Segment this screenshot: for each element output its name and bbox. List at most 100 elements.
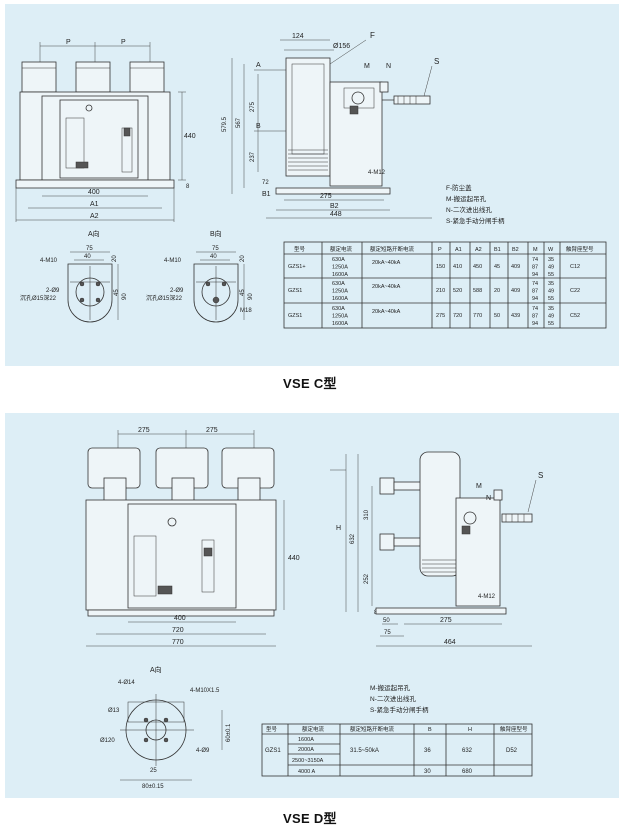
dim-632: 632 [350,533,356,544]
td-w: 55 [548,296,554,302]
td-b2: 409 [511,264,520,270]
td-a1: 720 [453,313,462,319]
legend-item: S-紧急手动分闸手柄 [370,705,429,714]
legend-item: N-二次进出线孔 [370,694,416,703]
vse-c-table: 型号 额定电流 额定短路开断电流 P A1 A2 B1 B2 M W 触臂座型号 [283,241,607,329]
td-breaking: 20kA~40kA [372,309,401,315]
th: 额定电流 [302,725,325,733]
vse-c-a-view: A向 75 40 20 45 90 4-M10 2-Ø9 沉孔Ø15深22 [20,229,128,323]
td-arm: C52 [570,313,580,319]
label-m12: 4-M12 [368,170,386,176]
td-w: 55 [548,321,554,327]
legend-item: M-搬运起吊孔 [370,683,411,692]
dim-275: 275 [250,101,256,112]
td-a2: 770 [473,313,482,319]
legend-item: M-搬运起吊孔 [446,194,487,203]
vse-d-table: 型号 额定电流 额定短路开断电流 B H 触臂座型号 GZS1 1600A 20… [261,723,533,777]
td-current: 630A [332,257,345,263]
label-phi9: 2-Ø9 [46,288,60,294]
label-f: F [370,31,375,40]
td-b2: 30 [424,769,431,775]
dim-b1: B1 [262,191,271,198]
td-w: 49 [548,314,554,320]
td-b1: 45 [494,264,500,270]
td-m: 74 [532,257,538,263]
th: 触臂座型号 [566,245,594,253]
td-current: 630A [332,306,345,312]
dim-72: 72 [262,180,269,186]
label-m10d: 4-M10X1.5 [190,688,220,694]
td-current: 1600A [332,321,348,327]
dim-237: 237 [250,151,256,162]
dim-b45: 45 [240,289,246,296]
td-a2: 450 [473,264,482,270]
dim-45: 45 [114,289,120,296]
th: 型号 [266,725,278,733]
td-arm: D52 [506,748,518,754]
b-view-label: B向 [210,229,222,238]
dim-phi156: Ø156 [333,43,350,50]
td-m: 94 [532,321,538,327]
td-p: 210 [436,288,445,294]
td-w: 49 [548,265,554,271]
td-m: 94 [532,296,538,302]
td-h2: 680 [462,769,473,775]
th: H [468,727,472,733]
dim-275a: 275 [138,427,150,434]
label-s: S [434,57,439,66]
td-model: GZS1 [265,748,281,754]
td-current: 1250A [332,265,348,271]
label-hole: 沉孔Ø15深22 [20,294,57,302]
dim-400: 400 [174,615,186,622]
dim-20: 20 [112,255,118,262]
td-w: 35 [548,257,554,263]
th: W [548,247,554,253]
dim-b40: 40 [210,254,217,260]
dim-124: 124 [292,33,304,40]
dim-75: 75 [86,246,93,252]
td-w: 49 [548,289,554,295]
arrow-b: B [256,123,261,130]
td-m: 94 [532,272,538,278]
td-breaking: 31.5~50kA [350,748,379,754]
dim-p2: P [121,39,126,46]
dim-400: 400 [88,189,100,196]
dim-50: 50 [383,618,390,624]
dim-b2: B2 [330,203,339,210]
th: 型号 [294,245,306,253]
th: P [438,247,442,253]
label-bhole: 沉孔Ø15深22 [146,294,183,302]
label-phi120: Ø120 [100,738,115,744]
td-w: 55 [548,272,554,278]
td-w: 35 [548,281,554,287]
th: A2 [475,247,482,253]
td-model: GZS1 [288,288,302,294]
th: B1 [494,247,501,253]
legend-item: F-防尘盖 [446,183,472,192]
label-m10: 4-M10 [40,258,58,264]
td-current: 1250A [332,314,348,320]
dim-579: 579.5 [222,116,228,132]
th: 额定短路开断电流 [370,245,415,253]
td-current: 2000A [298,747,314,753]
label-m: M [364,63,370,70]
td-a1: 410 [453,264,462,270]
label-m12d: 4-M12 [478,594,496,600]
th: M [533,247,538,253]
dim-720: 720 [172,627,184,634]
label-bphi9: 2-Ø9 [170,288,184,294]
td-a2: 588 [473,288,482,294]
td-breaking: 20kA~40kA [372,260,401,266]
label-phi14: 4-Ø14 [118,680,135,686]
dim-b90: 90 [248,293,254,300]
vse-d-side-view: H 632 310 252 8 M N S 4-M12 50 [330,451,543,647]
vse-c-front-view: P P 440 8 400 A1 A2 [15,39,196,222]
td-current: 1250A [332,289,348,295]
th: B2 [512,247,519,253]
th: A1 [455,247,462,253]
label-sd: S [538,471,543,480]
label-n: N [386,63,391,70]
dim-b20: 20 [240,255,246,262]
a-view-label-d: A向 [150,665,162,674]
